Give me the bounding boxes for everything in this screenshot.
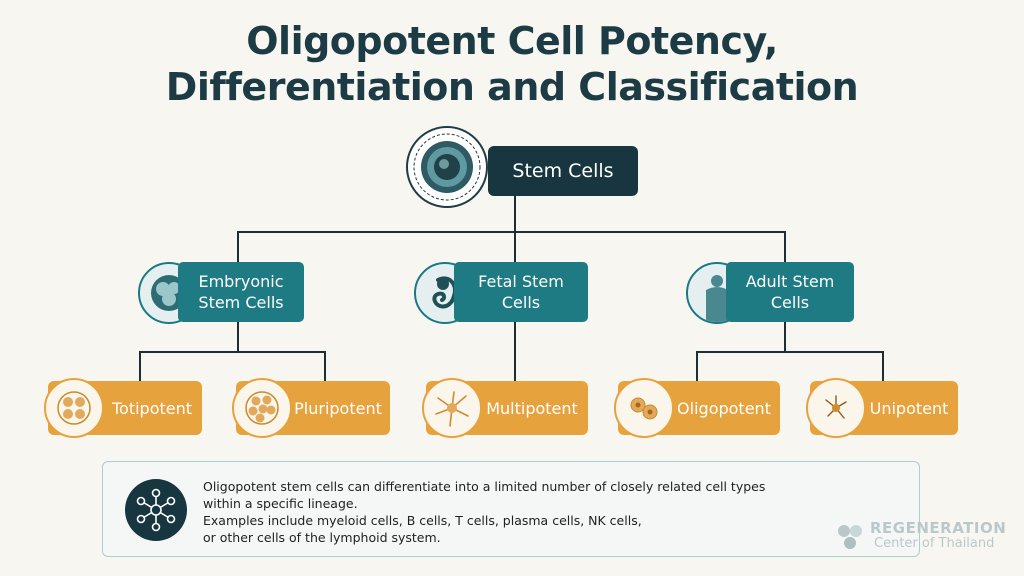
info-line-4: or other cells of the lymphoid system.: [203, 530, 441, 545]
multipotent-node: Multipotent: [422, 378, 588, 438]
fetal-label-line-1: Fetal Stem: [478, 272, 564, 291]
network-nodes-icon: [125, 479, 187, 541]
pluripotent-label: Pluripotent: [294, 398, 382, 418]
info-panel: Oligopotent stem cells can differentiate…: [102, 461, 920, 557]
embryonic-label-line-2: Stem Cells: [198, 293, 284, 312]
single-neuron-icon: [806, 378, 866, 438]
regeneration-logo-icon: [838, 525, 862, 549]
info-line-3: Examples include myeloid cells, B cells,…: [203, 513, 642, 528]
embryonic-label-line-1: Embryonic: [198, 272, 284, 291]
oligopotent-node: Oligopotent: [614, 378, 780, 438]
title-line-2: Differentiation and Classification: [165, 65, 859, 109]
unipotent-label: Unipotent: [869, 398, 949, 418]
adult-label-line-2: Cells: [770, 293, 810, 312]
info-description: Oligopotent stem cells can differentiate…: [203, 478, 803, 546]
stem-cell-icon: [406, 126, 488, 208]
title-line-1: Oligopotent Cell Potency,: [246, 19, 778, 63]
pluripotent-node: Pluripotent: [232, 378, 390, 438]
totipotent-label: Totipotent: [111, 398, 193, 418]
watermark-subtitle: Center of Thailand: [874, 536, 995, 551]
info-line-2: within a specific lineage.: [203, 496, 358, 511]
morula-icon: [232, 378, 292, 438]
two-cells-icon: [614, 378, 674, 438]
info-line-1: Oligopotent stem cells can differentiate…: [203, 479, 766, 494]
adult-stem-cells-node: Adult Stem Cells: [726, 262, 854, 322]
unipotent-node: Unipotent: [806, 378, 958, 438]
multipotent-label: Multipotent: [486, 398, 578, 418]
stem-cells-label: Stem Cells: [512, 160, 614, 182]
embryonic-stem-cells-node: Embryonic Stem Cells: [178, 262, 304, 322]
watermark-name: REGENERATION: [870, 519, 1007, 537]
adult-label-line-1: Adult Stem: [745, 272, 835, 291]
regeneration-watermark: REGENERATION Center of Thailand: [830, 517, 1010, 557]
totipotent-node: Totipotent: [44, 378, 202, 438]
fetal-label-line-2: Cells: [501, 293, 541, 312]
oligopotent-label: Oligopotent: [677, 398, 771, 418]
page-title: Oligopotent Cell Potency, Differentiatio…: [0, 18, 1024, 110]
stem-cells-node: Stem Cells: [488, 146, 638, 196]
cell-cluster-icon: [44, 378, 104, 438]
fetal-stem-cells-node: Fetal Stem Cells: [454, 262, 588, 322]
neuron-icon: [422, 378, 482, 438]
